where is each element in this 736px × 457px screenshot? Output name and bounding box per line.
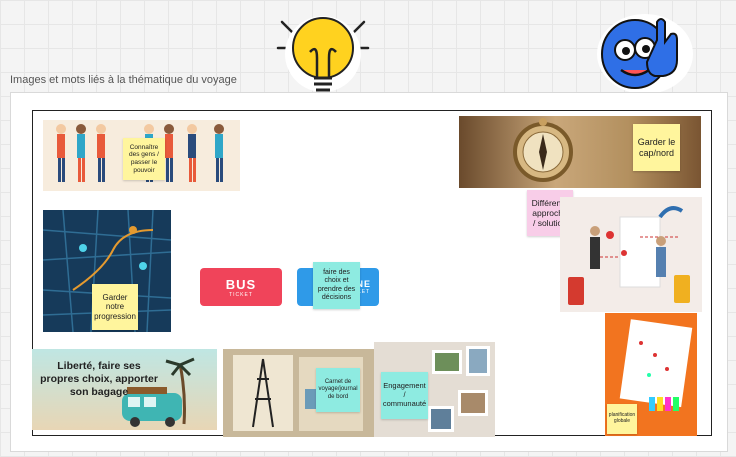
journal-image[interactable] [223,349,375,437]
sticky-connaitre[interactable]: Connaître des gens / passer le pouvoir [123,138,165,180]
character-sticker[interactable] [595,10,697,96]
business-travel-image[interactable] [560,197,702,312]
sticky-planification[interactable]: planification globale [607,404,637,434]
sticky-carnet[interactable]: Carnet de voyage/journal de bord [316,368,360,412]
sticky-engagement[interactable]: Engagement / communauté [381,372,428,419]
frame-title: Images et mots liés à la thématique du v… [10,74,237,86]
sticky-garder-cap[interactable]: Garder le cap/nord [633,124,680,171]
bus-ticket-sublabel: TICKET [229,291,253,298]
bus-ticket-label: BUS [225,276,257,292]
photo-collage-image[interactable] [374,342,495,437]
sticky-progression[interactable]: Garder notre progression [92,284,138,330]
blue-ticket-sublabel: KET [357,289,371,295]
van-image[interactable] [32,349,217,430]
blue-ticket-label: NE [356,279,371,289]
lightbulb-sticker[interactable] [272,8,374,106]
sticky-choix[interactable]: faire des choix et prendre des décisions [313,262,360,309]
bus-ticket-image[interactable]: BUS TICKET [200,268,282,306]
van-image-caption: Liberté, faire ses propres choix, apport… [40,360,158,399]
